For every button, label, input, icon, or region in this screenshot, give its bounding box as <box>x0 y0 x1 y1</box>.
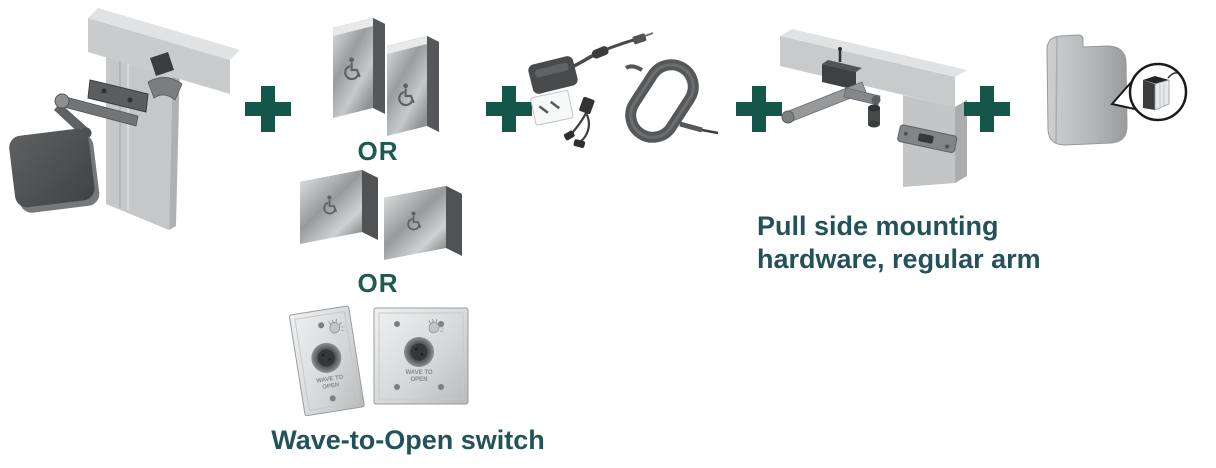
operator-bracket <box>150 52 174 76</box>
pull-side-hardware-illustration <box>780 29 967 187</box>
plate-text: OPEN <box>322 382 340 391</box>
square-push-switches-illustration <box>300 170 462 260</box>
or-label: OR <box>357 136 399 166</box>
power-kit-illustration <box>528 32 719 148</box>
cover-illustration <box>1046 34 1188 146</box>
plug-connector <box>632 33 647 45</box>
mounting-plate <box>87 79 149 113</box>
push-switch-square <box>300 170 378 244</box>
frame-header <box>780 29 967 77</box>
plate-text: WAVE TO <box>405 370 432 376</box>
push-switch-square <box>384 186 462 260</box>
detail-component <box>1143 72 1178 111</box>
plus-icon <box>245 86 291 132</box>
plus-icon <box>964 86 1010 132</box>
screw-icon <box>394 384 400 390</box>
plus-icon <box>736 86 782 132</box>
operator-body <box>9 128 100 213</box>
screw-icon <box>438 384 444 390</box>
push-switch-narrow <box>387 36 439 136</box>
door-operator-illustration <box>9 8 240 230</box>
mounting-bracket <box>822 60 862 72</box>
or-label: OR <box>357 268 399 298</box>
push-switch-narrow <box>333 18 385 118</box>
regular-arm <box>781 81 881 124</box>
wave-plate-double: WAVE TO OPEN <box>373 307 469 405</box>
wave-switch-caption: Wave-to-Open switch <box>271 425 545 455</box>
pull-side-caption: Pull side mounting hardware, regular arm <box>757 211 1041 274</box>
plate-text: WAVE TO <box>316 374 344 384</box>
screw-icon <box>394 321 400 327</box>
operator-cover <box>1046 34 1129 146</box>
hardware-packet <box>530 90 574 126</box>
coiled-cable <box>624 59 719 143</box>
screw-icon <box>318 322 325 329</box>
plate-text: OPEN <box>410 377 427 383</box>
frame-header <box>88 8 240 60</box>
detail-callout <box>1110 62 1188 122</box>
arm-mounting-plate <box>897 124 958 154</box>
power-adapter <box>528 32 654 94</box>
wave-plates-illustration: WAVE TO OPEN WAVE TO OPEN <box>289 305 469 417</box>
wave-plate-single: WAVE TO OPEN <box>289 305 365 417</box>
wiring-harness <box>563 96 595 148</box>
screw-icon <box>329 395 336 402</box>
narrow-push-switches-illustration <box>333 18 439 136</box>
spindle-knob <box>868 104 880 128</box>
plus-icon <box>486 86 532 132</box>
ferrite-bead <box>591 46 609 59</box>
